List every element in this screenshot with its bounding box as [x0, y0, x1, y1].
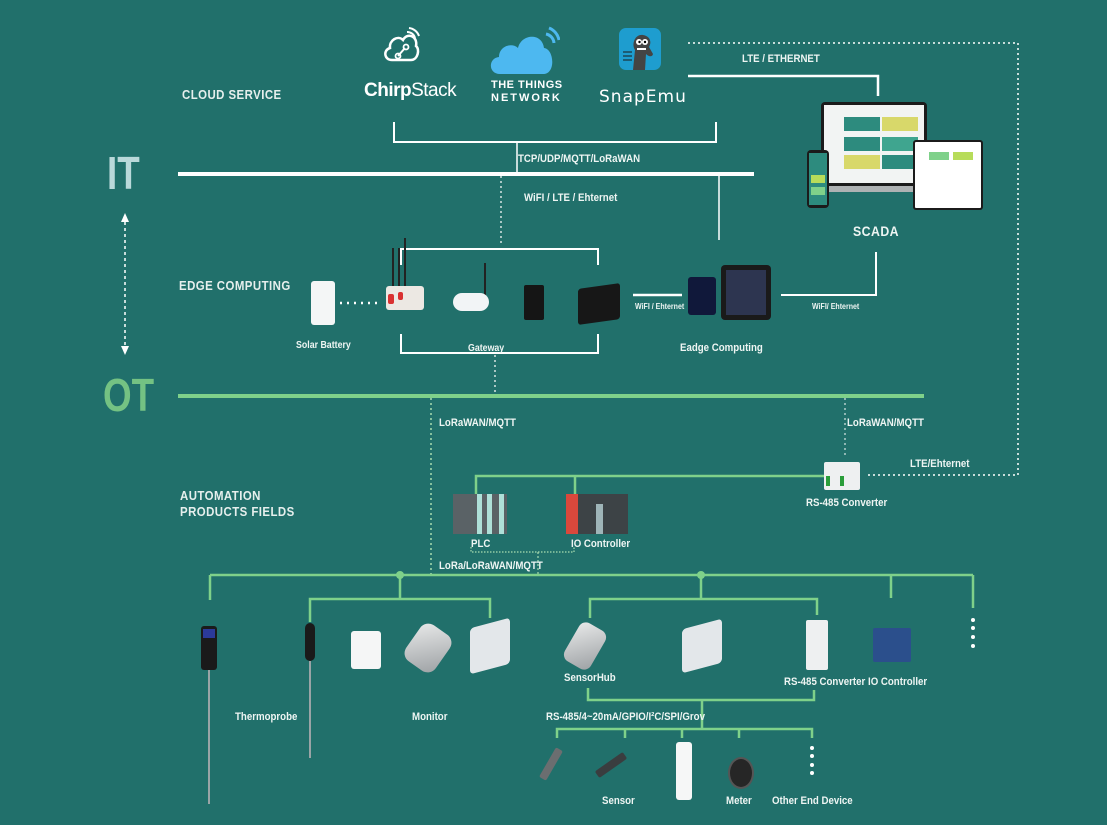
scada-label: SCADA — [853, 223, 900, 239]
io-controller-label: IO Controller — [571, 538, 631, 550]
gateway-bracket-bottom — [400, 334, 599, 354]
solar-battery-label: Solar Battery — [296, 340, 351, 351]
sensor-label: Sensor — [602, 795, 635, 807]
lte-ethernet-label: LTE / ETHERNET — [742, 53, 820, 65]
lorawan-mqtt-label-right: LoRaWAN/MQTT — [847, 417, 924, 429]
thermoprobe-label: Thermoprobe — [235, 711, 298, 723]
more-devices-icon — [971, 618, 975, 648]
rs485-converter-device[interactable] — [824, 462, 860, 490]
ot-layer-label: OT — [103, 369, 155, 421]
lora-lorawan-mqtt-label: LoRa/LoRaWAN/MQTT — [439, 560, 543, 572]
emu-mascot-icon — [623, 34, 653, 70]
rs485-converter-field-device[interactable] — [806, 620, 828, 670]
gateway-indoor[interactable] — [524, 285, 544, 320]
other-end-device-label: Other End Device — [772, 795, 853, 807]
rs485-converter-field-label: RS-485 Converter — [784, 676, 866, 688]
it-layer-label: IT — [107, 147, 140, 199]
lte-ehternet-label: LTE/Ehternet — [910, 458, 970, 470]
more-end-devices-icon — [810, 746, 814, 775]
cloud-service-label: CLOUD SERVICE — [182, 87, 282, 102]
automation-label-line1: AUTOMATION — [180, 488, 261, 503]
lorawan-mqtt-label-left: LoRaWAN/MQTT — [439, 417, 516, 429]
edge-computing-box[interactable] — [688, 277, 716, 315]
cloud-bracket — [393, 122, 717, 143]
edge-computing-label: Eadge Computing — [680, 342, 763, 354]
scada-laptop[interactable] — [815, 102, 933, 196]
scada-tablet[interactable] — [913, 140, 983, 210]
cloud-network-icon — [384, 27, 420, 62]
edge-computing-hmi[interactable] — [721, 265, 771, 320]
cloud-protocol-label: TCP/UDP/MQTT/LoRaWAN — [518, 153, 641, 165]
wifi-ethernet-label-right: WiFI/ Ehternet — [812, 302, 860, 311]
arrow-down-icon — [121, 346, 129, 355]
monitor-label: Monitor — [412, 711, 448, 723]
lte-ethernet-line — [688, 74, 880, 96]
automation-label-line2: PRODUCTS FIELDS — [180, 504, 295, 519]
rs485-converter-label: RS-485 Converter — [806, 497, 888, 509]
sensor-bus-line — [555, 727, 814, 738]
io-controller-device[interactable] — [566, 494, 628, 534]
plc-bus-line — [474, 474, 826, 494]
chirpstack-logo[interactable] — [380, 26, 422, 68]
ttn-name: THE THINGS NETWORK — [491, 79, 563, 104]
edge-computing-label: EDGE COMPUTING — [179, 278, 291, 293]
chirpstack-name: ChirpStack — [364, 80, 457, 101]
thermoprobe-rod-1 — [208, 670, 210, 804]
gateway-mini-pc[interactable] — [578, 283, 620, 325]
wifi-lte-ethernet-label: WiFI / LTE / Ehternet — [524, 192, 618, 204]
monitor-display-device[interactable] — [351, 631, 381, 669]
thermoprobe-device-1[interactable] — [201, 626, 217, 670]
snapemu-logo[interactable] — [619, 28, 661, 70]
sensor-bus-label: RS-485/4~20mA/GPIO/I²C/SPI/Grov — [546, 711, 705, 723]
ttn-logo[interactable] — [488, 26, 561, 76]
edge-scada-line — [781, 252, 877, 296]
gateway-wifi-ap[interactable] — [451, 263, 491, 313]
thermoprobe-device-2[interactable] — [305, 623, 315, 661]
gateway-router-4g[interactable] — [384, 238, 426, 312]
gateway-bracket-top — [400, 248, 599, 265]
meter-label: Meter — [726, 795, 752, 807]
weather-shield-device[interactable] — [676, 742, 692, 800]
plc-label: PLC — [471, 538, 491, 550]
scada-phone[interactable] — [807, 150, 829, 208]
io-controller-field-device[interactable] — [873, 628, 911, 662]
gateway-label: Gateway — [468, 343, 505, 354]
sensorhub-label: SensorHub — [564, 672, 616, 684]
plc-device[interactable] — [453, 494, 507, 534]
solar-battery-device[interactable] — [311, 281, 335, 325]
wifi-ethernet-label-left: WiFI / Ehternet — [635, 302, 685, 311]
meter-device[interactable] — [728, 757, 754, 789]
thermoprobe-rod-2 — [309, 661, 311, 758]
cloud-wifi-icon — [490, 26, 561, 74]
snapemu-name: SnapEmu — [599, 87, 687, 107]
io-controller-field-label: IO Controller — [868, 676, 928, 688]
lte-dotted-line — [688, 42, 1019, 476]
arrow-up-icon — [121, 213, 129, 222]
